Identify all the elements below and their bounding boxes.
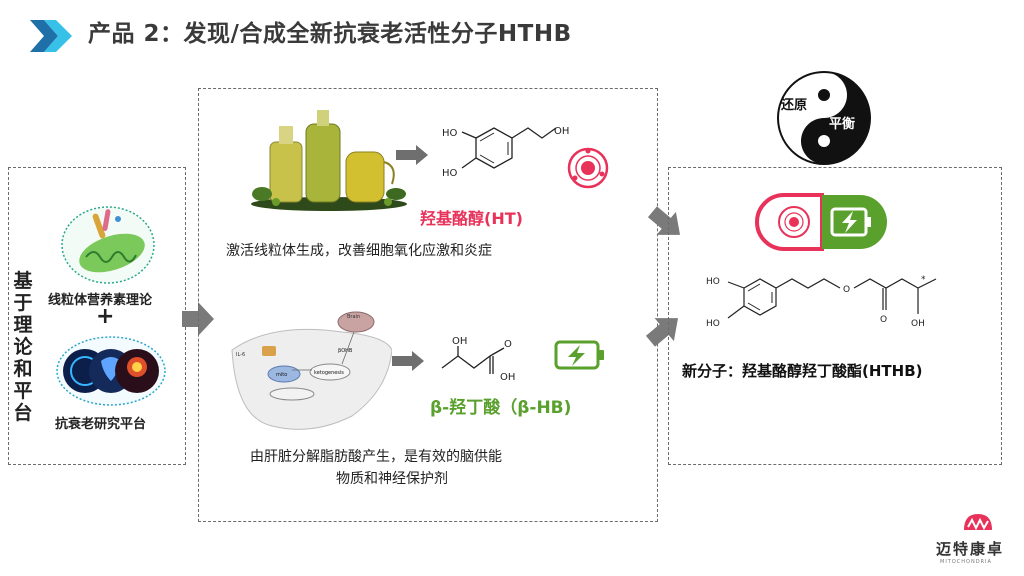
anti-aging-platform-label: 抗衰老研究平台 <box>55 417 147 432</box>
hb-description-line1: 由肝脏分解脂肪酸产生，是有效的脑供能 <box>250 449 502 465</box>
arrow-up-right-icon <box>646 318 679 347</box>
mitochondria-image <box>61 206 155 284</box>
liver-diagram-image: Brain IL-6 mito ketogenesis βOHB <box>231 311 392 430</box>
brain-label: Brain <box>347 314 360 320</box>
mito-label: mito <box>276 372 287 378</box>
brand-subtitle: MITOCHONDRIA <box>940 559 992 565</box>
battery-charging-icon <box>554 340 604 370</box>
hthb-oh-label: OH <box>911 319 925 329</box>
hthb-o-label: O <box>843 285 850 295</box>
ht-description: 激活线粒体生成，改善细胞氧化应激和炎症 <box>226 243 492 259</box>
olive-oil-image <box>251 110 407 211</box>
brand-logo-icon <box>964 514 992 531</box>
ht-ho-label-2: HO <box>442 168 458 179</box>
ht-ho-label-1: HO <box>442 128 458 139</box>
hthb-star-label: * <box>921 275 926 285</box>
capsule-icon <box>755 193 887 251</box>
left-vertical-title: 基于理论和平台 <box>13 270 33 424</box>
ht-oh-label: OH <box>554 126 569 137</box>
balance-label: 平衡 <box>829 117 856 132</box>
yin-yang-icon <box>777 71 871 165</box>
ht-name: 羟基酪醇(HT) <box>420 209 523 228</box>
arrow-down-right-icon <box>648 206 681 235</box>
hb-name: β-羟丁酸（β-HB) <box>430 398 572 418</box>
new-molecule-label: 新分子：羟基酪醇羟丁酸酯(HTHB) <box>682 362 923 380</box>
restore-label: 还原 <box>781 98 808 113</box>
hthb-ho-label-1: HO <box>706 277 720 287</box>
il6-label: IL-6 <box>236 352 245 358</box>
middle-panel <box>198 88 658 522</box>
hthb-o-label-2: O <box>880 315 887 325</box>
hb-oh-label: OH <box>452 336 467 347</box>
right-panel <box>668 167 1002 465</box>
title-chevron-icon <box>30 20 72 52</box>
beta-hydroxybutyrate-structure: OH O OH <box>441 336 515 383</box>
hb-o-label: O <box>504 339 512 350</box>
hthb-ho-label-2: HO <box>706 319 720 329</box>
arrow-right-icon <box>392 351 424 371</box>
hb-description-line2: 物质和神经保护剂 <box>336 471 448 487</box>
atom-icon <box>567 147 609 189</box>
hthb-structure: HO HO O O * OH <box>706 275 937 329</box>
page-title: 产品 2：发现/合成全新抗衰老活性分子HTHB <box>88 21 572 47</box>
bohb-label: βOHB <box>338 348 353 354</box>
ketogenesis-label: ketogenesis <box>314 370 344 376</box>
mitochondria-theory-label: 线粒体营养素理论 <box>48 293 153 308</box>
hydroxytyrosol-structure: HO HO OH <box>442 126 569 179</box>
research-platform-image <box>56 336 166 406</box>
brand-name: 迈特康卓 <box>936 540 1005 558</box>
arrow-right-icon <box>396 145 428 165</box>
hb-oh-label-2: OH <box>500 372 515 383</box>
plus-sign: + <box>96 304 115 329</box>
